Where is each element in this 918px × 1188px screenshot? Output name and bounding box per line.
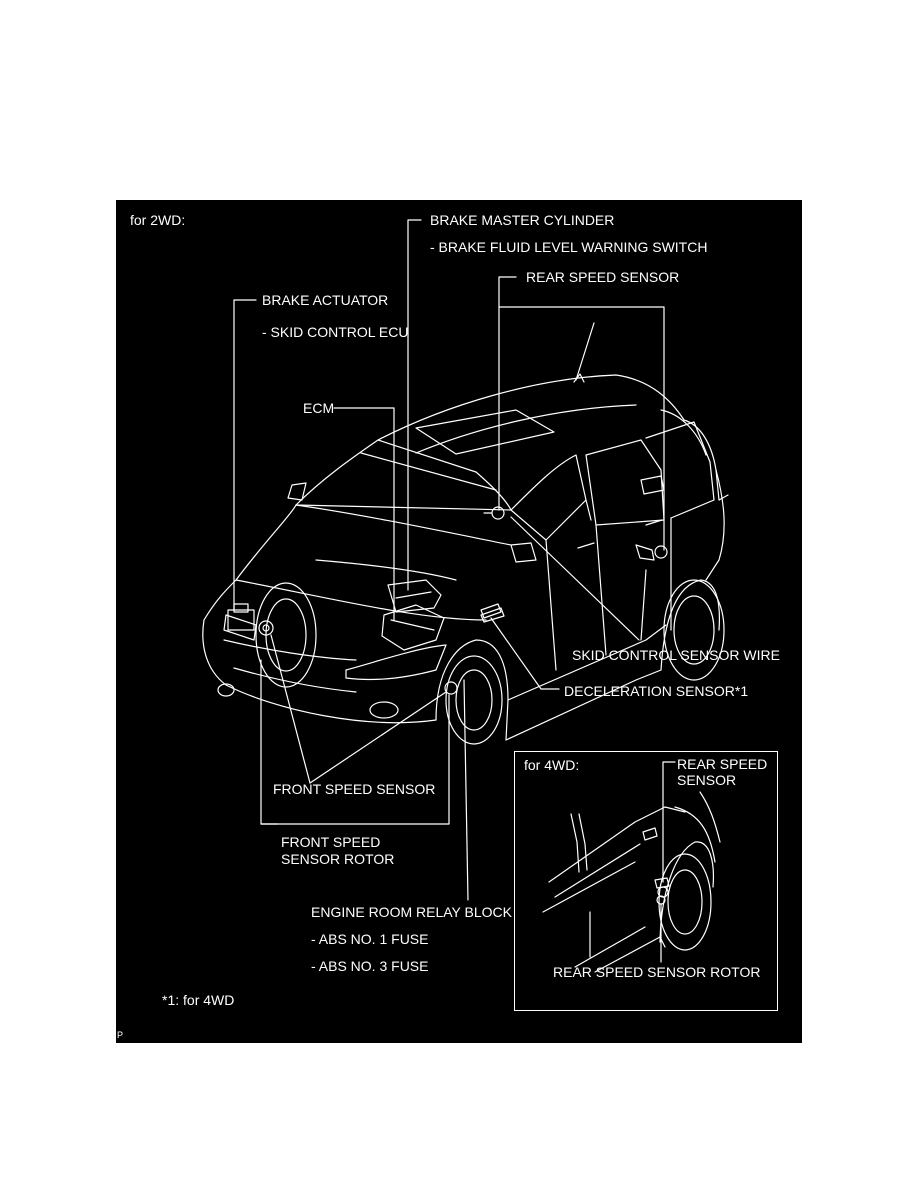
component-location-diagram: for 2WD: BRAKE MASTER CYLINDER - BRAKE F… xyxy=(116,200,802,1043)
label-front-speed-sensor: FRONT SPEED SENSOR xyxy=(273,781,435,797)
label-rear-speed-sensor-rotor: REAR SPEED SENSOR ROTOR xyxy=(553,964,760,980)
label-front-speed-sensor-rotor-1: FRONT SPEED xyxy=(281,834,380,850)
label-brake-actuator: BRAKE ACTUATOR xyxy=(262,292,388,308)
footnote: *1: for 4WD xyxy=(162,992,234,1008)
label-abs-no1-fuse: - ABS NO. 1 FUSE xyxy=(311,931,428,947)
corner-mark: P xyxy=(117,1030,123,1040)
label-deceleration-sensor: DECELERATION SENSOR*1 xyxy=(564,683,748,699)
label-abs-no3-fuse: - ABS NO. 3 FUSE xyxy=(311,958,428,974)
label-front-speed-sensor-rotor-2: SENSOR ROTOR xyxy=(281,851,394,867)
label-rear-speed-sensor-4wd-1: REAR SPEED xyxy=(677,756,767,772)
label-rear-speed-sensor: REAR SPEED SENSOR xyxy=(526,269,679,285)
label-skid-control-sensor-wire: SKID CONTROL SENSOR WIRE xyxy=(572,647,780,663)
label-engine-room-relay-block: ENGINE ROOM RELAY BLOCK xyxy=(311,904,512,920)
car-outline xyxy=(203,323,728,744)
label-brake-fluid-switch: - BRAKE FLUID LEVEL WARNING SWITCH xyxy=(430,239,707,255)
label-ecm: ECM xyxy=(303,400,334,416)
label-skid-control-ecu: - SKID CONTROL ECU xyxy=(262,324,409,340)
title-4wd: for 4WD: xyxy=(524,757,579,773)
label-brake-master-cylinder: BRAKE MASTER CYLINDER xyxy=(430,212,614,228)
inset-4wd: for 4WD: REAR SPEED SENSOR REAR SPEED SE… xyxy=(514,751,778,1011)
label-rear-speed-sensor-4wd-2: SENSOR xyxy=(677,772,736,788)
title-2wd: for 2WD: xyxy=(130,212,185,228)
